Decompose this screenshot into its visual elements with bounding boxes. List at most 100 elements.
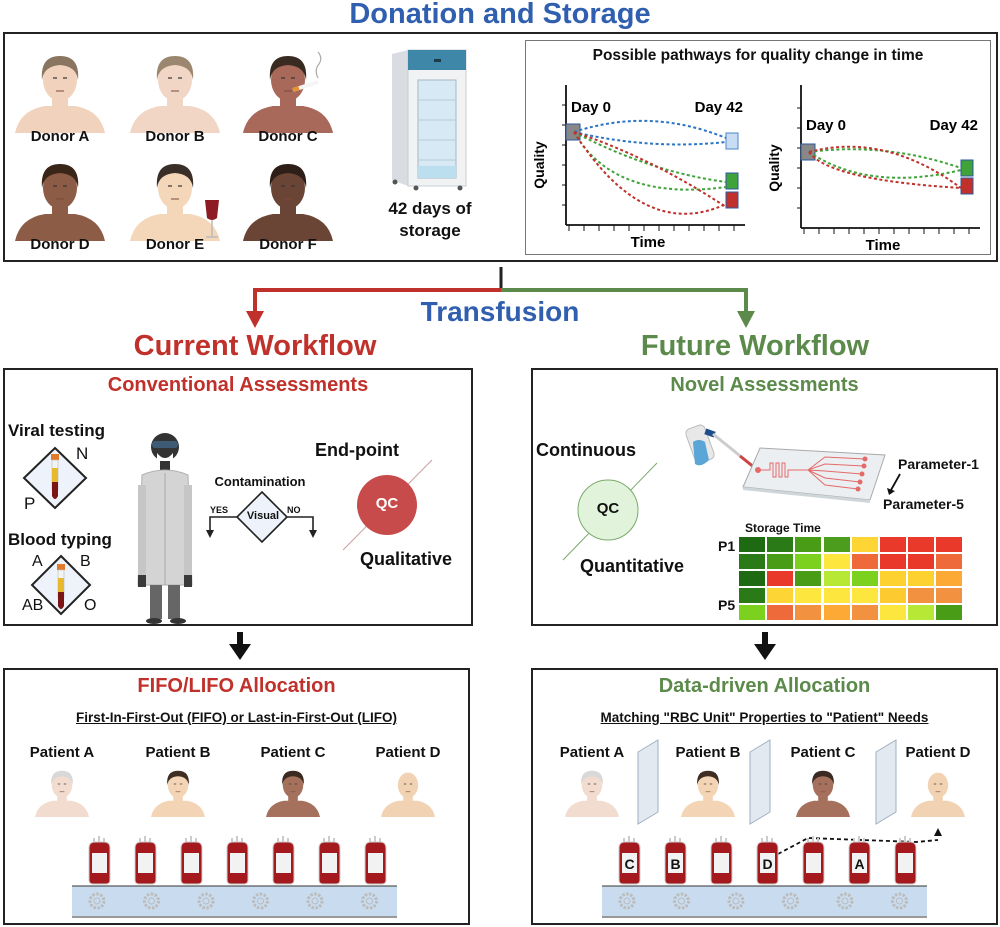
future-workflow-title: Future Workflow (640, 330, 870, 362)
storage-label-line2: storage (399, 221, 461, 240)
donor-d-avatar (15, 164, 105, 241)
lab-scientist-icon (137, 433, 193, 624)
heatmap-cell (851, 588, 878, 603)
start-day-label: Day 0 (806, 117, 846, 134)
quality-pathway-line (573, 131, 727, 215)
heatmap-cell (823, 605, 850, 620)
donor-label: Donor E (145, 236, 205, 253)
patient-d-avatar (381, 772, 435, 817)
heatmap-cell (936, 588, 963, 603)
patient-a-avatar (565, 770, 619, 817)
end-marker-green (960, 159, 974, 177)
patient-d-avatar (911, 772, 965, 817)
novel-assessments-title: Novel Assessments (670, 374, 859, 396)
belt-surface (72, 886, 397, 916)
main-title: Donation and Storage (349, 0, 651, 30)
donor-f-avatar (243, 164, 333, 241)
blood-bag-icon (272, 836, 295, 885)
gear-icon (673, 892, 690, 910)
heatmap-cell (739, 537, 765, 552)
donor-label: Donor C (258, 128, 318, 145)
patient-c-avatar (796, 770, 850, 817)
conventional-assessments-title: Conventional Assessments (107, 374, 369, 396)
donor-b-avatar (130, 56, 220, 133)
heatmap-cell (823, 571, 850, 586)
blood-bag-label (806, 853, 821, 873)
viral-negative-label: N (76, 444, 89, 463)
end-day-label: Day 42 (930, 117, 978, 134)
blood-type-o-label: O (84, 597, 97, 614)
glass-divider (637, 739, 659, 825)
heatmap-cell (908, 537, 935, 552)
blood-bag-label (184, 853, 199, 873)
continuous-label: Continuous (536, 440, 636, 460)
yes-arrow-icon (206, 530, 214, 538)
heatmap-cell (767, 537, 794, 552)
heatmap-cell (851, 554, 878, 569)
heatmap-cell (936, 605, 963, 620)
current-workflow-title: Current Workflow (133, 330, 377, 362)
datadriven-allocation-subtitle: Matching "RBC Unit" Properties to "Patie… (600, 710, 929, 725)
donor-label: Donor A (30, 128, 90, 145)
donor-a-avatar (15, 56, 105, 133)
blood-bag-letter: D (762, 856, 772, 872)
blood-bag-label (668, 853, 683, 873)
donor-label: Donor D (30, 236, 90, 253)
down-arrow-right-icon (754, 632, 776, 660)
patient-label: Patient C (260, 744, 326, 761)
viral-test-diamond-icon (22, 446, 88, 510)
heatmap-cell (823, 588, 850, 603)
gear-icon (197, 892, 215, 910)
fifo-allocation-subtitle: First-In-First-Out (FIFO) or Last-in-Fir… (76, 710, 397, 725)
quality-pathway-line (573, 119, 727, 139)
blood-bag-letter: B (670, 856, 680, 872)
heatmap-cell (739, 554, 765, 569)
heatmap-cell (851, 571, 878, 586)
microfluidic-chip-icon (742, 447, 886, 503)
wine-glass-icon (205, 200, 219, 220)
storage-label-line1: 42 days of (388, 199, 472, 218)
belt-surface (602, 886, 927, 916)
x-axis-label: Time (631, 234, 666, 251)
qc-continuous-label: QC (596, 500, 620, 517)
heatmap-cell (823, 537, 850, 552)
patient-b-avatar (151, 770, 205, 817)
qc-endpoint-label: QC (375, 495, 399, 512)
quality-pathway-line (573, 131, 727, 183)
quality-pathways-panel (525, 40, 991, 255)
storage-heatmap (739, 537, 965, 622)
y-axis-label: Quality (531, 141, 547, 189)
blood-bag-icon: B (664, 836, 687, 885)
quality-pathway-line (808, 148, 962, 169)
parameter-last-label: Parameter-5 (883, 496, 964, 512)
blood-type-b-label: B (80, 553, 91, 570)
arrow-red (246, 311, 264, 328)
gear-icon (782, 892, 799, 910)
blood-bag-label (230, 853, 245, 873)
gear-icon (836, 892, 854, 910)
donor-label: Donor B (145, 128, 205, 145)
start-day-label: Day 0 (571, 99, 611, 116)
heatmap-cell (795, 571, 822, 586)
heatmap-cell (908, 571, 935, 586)
contamination-label: Contamination (214, 474, 306, 489)
patient-label: Patient D (905, 744, 971, 761)
blood-bag-label (714, 853, 729, 873)
quality-pathway-line (573, 131, 727, 208)
glass-dividers (637, 739, 897, 825)
quality-pathway-line (573, 131, 727, 146)
end-marker-blue (725, 132, 739, 150)
glass-divider (875, 739, 897, 825)
blood-bag-icon: A (848, 836, 871, 885)
patient-label: Patient A (29, 744, 95, 761)
heatmap-cell (767, 554, 794, 569)
end-day-label: Day 42 (695, 99, 743, 116)
heatmap-cell (795, 605, 822, 620)
heatmap-title: Storage Time (745, 521, 821, 535)
blood-bag-icon (710, 836, 733, 885)
heatmap-cell (767, 571, 794, 586)
heatmap-cell (851, 605, 878, 620)
